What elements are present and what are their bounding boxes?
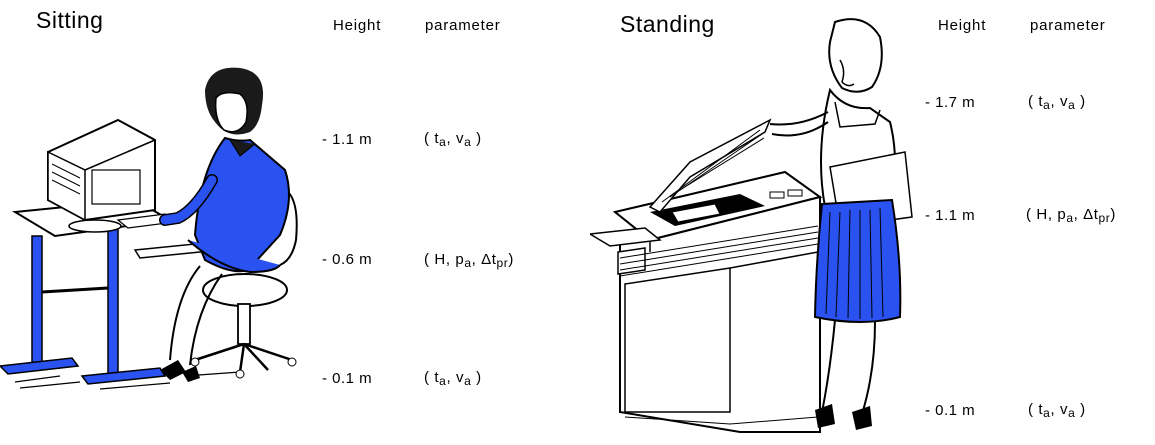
standing-param-0-1: ( ta, va ) [1028, 401, 1086, 420]
standing-param-1-7: ( ta, va ) [1028, 93, 1086, 112]
standing-param-1-1: ( H, pa, Δtpr) [1026, 206, 1117, 225]
sitting-title: Sitting [36, 7, 104, 33]
sitting-height-header: Height [333, 17, 382, 34]
sitting-height-0-6: - 0.6 m [322, 251, 373, 268]
standing-height-1-1: - 1.1 m [925, 207, 976, 224]
standing-height-1-7: - 1.7 m [925, 94, 976, 111]
woman-at-photocopier-illustration [590, 18, 913, 433]
woman-at-computer-illustration [0, 67, 298, 390]
standing-parameter-header: parameter [1030, 17, 1106, 34]
seated-woman [159, 67, 290, 382]
photocopier [590, 118, 823, 433]
standing-height-header: Height [938, 17, 987, 34]
sitting-param-0-6: ( H, pa, Δtpr) [424, 251, 515, 270]
sitting-parameter-header: parameter [425, 17, 501, 34]
sitting-param-0-1: ( ta, va ) [424, 369, 482, 388]
office-chair [190, 187, 298, 379]
standing-title: Standing [620, 11, 715, 37]
sitting-height-0-1: - 0.1 m [322, 370, 373, 387]
monitor [47, 118, 177, 233]
sitting-param-1-1: ( ta, va ) [424, 130, 482, 149]
standing-height-0-1: - 0.1 m [925, 402, 976, 419]
standing-woman [769, 18, 913, 430]
sitting-height-1-1: - 1.1 m [322, 131, 373, 148]
